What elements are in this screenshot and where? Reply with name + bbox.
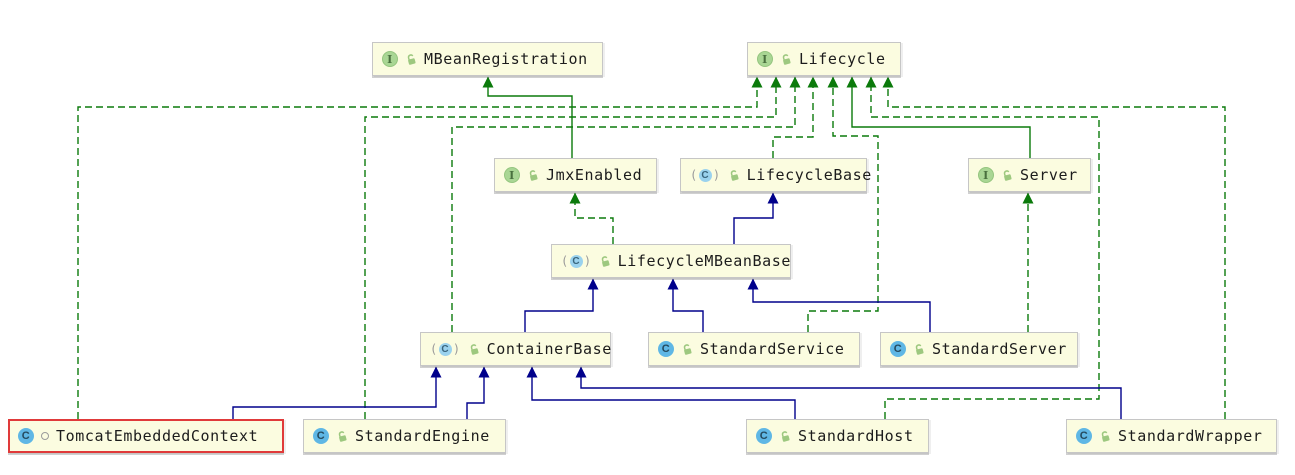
- class-icon: C: [1076, 428, 1092, 444]
- open-lock-icon: [599, 255, 611, 268]
- open-lock-icon: [336, 430, 348, 443]
- class-node-lifecyclebase[interactable]: C LifecycleBase: [680, 158, 871, 192]
- edge-server-lifecycle[interactable]: [846, 76, 1031, 158]
- edge-standardwrapper-containerbase[interactable]: [575, 366, 1122, 419]
- class-node-containerbase[interactable]: C ContainerBase: [420, 332, 611, 366]
- interface-icon: I: [757, 51, 773, 67]
- open-lock-icon: [728, 169, 740, 182]
- class-name-label: StandardWrapper: [1118, 427, 1263, 445]
- interface-node-jmxenabled[interactable]: I JmxEnabled: [494, 158, 657, 192]
- interface-icon: I: [978, 167, 994, 183]
- interface-node-lifecycle[interactable]: I Lifecycle: [747, 42, 901, 76]
- interface-icon: I: [504, 167, 520, 183]
- class-icon: C: [890, 341, 906, 357]
- edge-standardhost-containerbase[interactable]: [526, 366, 796, 419]
- class-name-label: LifecycleMBeanBase: [617, 252, 792, 270]
- open-lock-icon: [468, 343, 480, 356]
- class-node-standardwrapper[interactable]: C StandardWrapper: [1066, 419, 1277, 453]
- class-name-label: StandardServer: [932, 340, 1067, 358]
- class-icon: C: [756, 428, 772, 444]
- open-lock-icon: [527, 169, 539, 182]
- class-node-standardengine[interactable]: C StandardEngine: [303, 419, 506, 453]
- edge-standardwrapper-lifecycle[interactable]: [882, 76, 1226, 419]
- open-lock-icon: [913, 343, 925, 356]
- class-icon: C: [658, 341, 674, 357]
- class-name-label: StandardEngine: [355, 427, 490, 445]
- open-lock-icon: [405, 53, 417, 66]
- edge-lifecyclembeanbase-lifecyclebase[interactable]: [733, 192, 779, 244]
- class-node-lifecyclembeanbase[interactable]: C LifecycleMBeanBase: [551, 244, 791, 278]
- edge-containerbase-lifecycle[interactable]: [451, 76, 801, 332]
- class-name-label: MBeanRegistration: [424, 50, 588, 68]
- edge-standardhost-lifecycle[interactable]: [865, 76, 1100, 419]
- interface-node-mbeanregistration[interactable]: I MBeanRegistration: [372, 42, 603, 76]
- class-name-label: ContainerBase: [486, 340, 612, 358]
- class-node-standardservice[interactable]: C StandardService: [648, 332, 860, 366]
- edge-lifecyclembeanbase-jmxenabled[interactable]: [569, 192, 614, 244]
- edge-containerbase-lifecyclembeanbase[interactable]: [524, 278, 599, 332]
- class-name-label: StandardService: [700, 340, 845, 358]
- edge-lifecyclebase-lifecycle[interactable]: [772, 76, 819, 158]
- class-name-label: LifecycleBase: [746, 166, 872, 184]
- open-lock-icon: [1001, 169, 1013, 182]
- edge-standardservice-lifecycle[interactable]: [807, 76, 879, 332]
- class-name-label: Server: [1020, 166, 1078, 184]
- open-lock-icon: [681, 343, 693, 356]
- edge-standardservice-lifecyclembeanbase[interactable]: [667, 278, 704, 332]
- edge-tomcatembeddedcontext-containerbase[interactable]: [232, 366, 442, 419]
- class-node-standardserver[interactable]: C StandardServer: [880, 332, 1078, 366]
- class-name-label: TomcatEmbeddedContext: [56, 427, 259, 445]
- edge-standardengine-lifecycle[interactable]: [364, 76, 782, 419]
- open-lock-icon: [779, 430, 791, 443]
- interface-node-server[interactable]: I Server: [968, 158, 1091, 192]
- edge-tomcatembeddedcontext-lifecycle[interactable]: [77, 76, 763, 419]
- open-lock-icon: [780, 53, 792, 66]
- abstract-class-icon: C: [561, 254, 592, 268]
- class-icon: C: [313, 428, 329, 444]
- class-name-label: Lifecycle: [799, 50, 886, 68]
- class-node-tomcatembeddedcontext[interactable]: C TomcatEmbeddedContext: [8, 419, 284, 453]
- edge-standardserver-lifecyclembeanbase[interactable]: [747, 278, 931, 332]
- class-name-label: JmxEnabled: [546, 166, 643, 184]
- edge-standardengine-containerbase[interactable]: [466, 366, 490, 419]
- class-name-label: StandardHost: [798, 427, 914, 445]
- class-node-standardhost[interactable]: C StandardHost: [746, 419, 929, 453]
- abstract-class-icon: C: [430, 342, 461, 356]
- class-icon: C: [18, 428, 34, 444]
- interface-icon: I: [382, 51, 398, 67]
- open-lock-icon: [1099, 430, 1111, 443]
- abstract-class-icon: C: [690, 168, 721, 182]
- package-private-icon: [41, 432, 49, 440]
